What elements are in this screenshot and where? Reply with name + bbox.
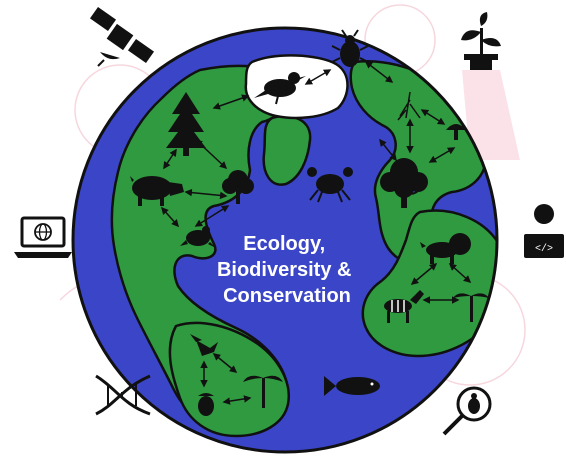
magnifier-bug-icon bbox=[442, 386, 492, 436]
beetle-icon bbox=[331, 29, 369, 67]
globe-title: Ecology, Biodiversity & Conservation bbox=[217, 233, 357, 307]
satellite-icon bbox=[89, 6, 155, 67]
fish-icon bbox=[324, 376, 380, 396]
ice-cap bbox=[244, 54, 349, 120]
boar-icon bbox=[130, 176, 184, 206]
plant-light-beam bbox=[462, 70, 520, 160]
lion-icon bbox=[420, 233, 471, 264]
svg-text:</>: </> bbox=[535, 243, 553, 255]
dna-icon bbox=[95, 374, 151, 416]
title-line-1: Ecology, bbox=[243, 233, 325, 255]
mushroom-icon bbox=[446, 124, 466, 140]
crab-icon bbox=[307, 167, 353, 203]
palm-tree-icon bbox=[453, 293, 489, 322]
deciduous-tree-icon bbox=[222, 170, 254, 204]
title-line-3: Conservation bbox=[223, 285, 351, 307]
acorn-icon bbox=[198, 393, 214, 416]
roots-icon bbox=[397, 91, 421, 121]
person-coding-icon: </> bbox=[524, 204, 564, 258]
large-tree-icon bbox=[380, 158, 428, 208]
hummingbird-icon bbox=[190, 334, 218, 356]
continent-greenland bbox=[262, 114, 312, 186]
food-web-arrows bbox=[161, 61, 472, 405]
globe: Ecology, Biodiversity & Conservation bbox=[71, 26, 499, 454]
zebra-icon bbox=[384, 290, 424, 323]
frog-icon bbox=[180, 226, 216, 248]
palm-tree-icon bbox=[243, 375, 283, 408]
title-line-2: Biodiversity & bbox=[217, 259, 351, 281]
pine-tree-icon bbox=[166, 92, 206, 156]
bird-icon bbox=[254, 72, 306, 105]
plant-icon bbox=[461, 12, 501, 70]
laptop-globe-icon bbox=[14, 216, 72, 258]
globe-outline bbox=[71, 26, 499, 454]
